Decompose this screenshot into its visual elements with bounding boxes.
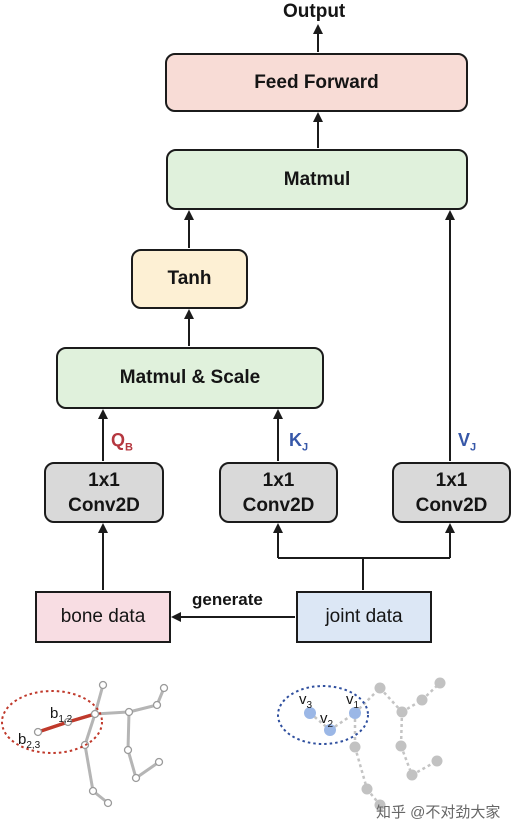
bone-data-label: bone data xyxy=(60,606,146,627)
k-label: KJ xyxy=(289,430,309,454)
bone-highlight-ellipse xyxy=(1,690,103,754)
matmul-scale-box: Matmul & Scale xyxy=(56,347,324,409)
label-v3: v3 xyxy=(299,691,313,711)
bone-skeleton-figure: b1,2 b2,3 xyxy=(1,680,169,808)
matmul-label: Matmul xyxy=(283,168,351,190)
label-v1: v1 xyxy=(346,691,360,711)
bone-data-box: bone data xyxy=(35,591,171,643)
tanh-label: Tanh xyxy=(167,268,212,289)
conv-box-v: 1x1 Conv2D xyxy=(392,462,511,523)
conv-q-line1: 1x1 xyxy=(88,469,120,491)
joint-skeleton-figure: v3 v2 v1 xyxy=(277,677,446,811)
conv-v-line2: Conv2D xyxy=(415,494,488,516)
feed-forward-label: Feed Forward xyxy=(254,71,379,93)
conv-k-line1: 1x1 xyxy=(262,469,295,491)
conv-k-line2: Conv2D xyxy=(242,494,315,516)
label-b23: b2,3 xyxy=(18,731,41,751)
matmul-scale-label: Matmul & Scale xyxy=(119,367,261,388)
matmul-box: Matmul xyxy=(166,149,468,210)
watermark: 知乎 @不对劲大家 xyxy=(376,804,501,821)
generate-label: generate xyxy=(192,590,263,609)
conv-q-line2: Conv2D xyxy=(68,494,140,516)
joint-highlight-ellipse xyxy=(277,685,369,745)
joint-fanout-line xyxy=(278,557,364,590)
feed-forward-box: Feed Forward xyxy=(165,53,468,112)
output-label: Output xyxy=(283,1,346,22)
label-v2: v2 xyxy=(320,710,334,730)
joint-data-box: joint data xyxy=(296,591,432,643)
conv-v-line1: 1x1 xyxy=(435,469,468,491)
q-label: QB xyxy=(111,430,133,454)
conv-box-k: 1x1 Conv2D xyxy=(219,462,338,523)
v-label: VJ xyxy=(458,430,477,454)
conv-box-q: 1x1 Conv2D xyxy=(44,462,164,523)
tanh-box: Tanh xyxy=(131,249,248,309)
joint-data-label: joint data xyxy=(325,606,403,627)
label-b12: b1,2 xyxy=(50,705,73,725)
